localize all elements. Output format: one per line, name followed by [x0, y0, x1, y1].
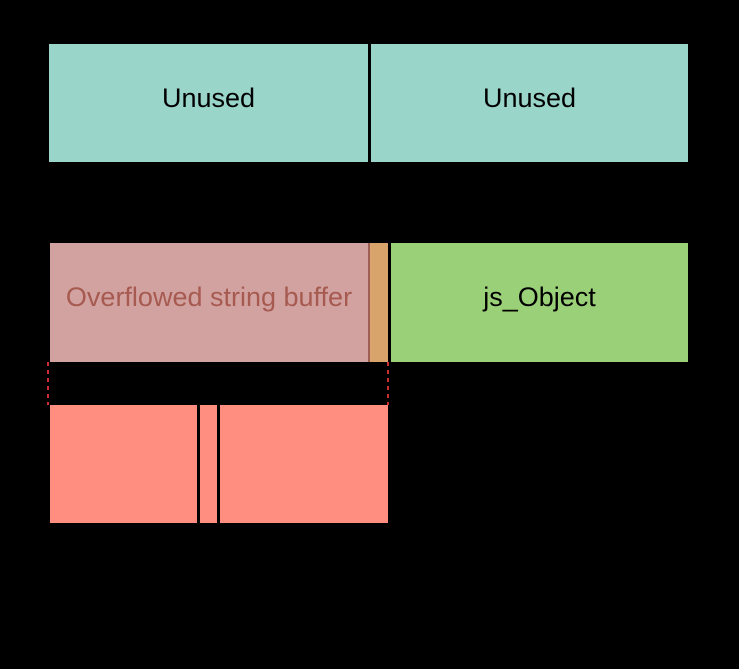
- buffer-end-divider: [368, 243, 370, 362]
- overflowed-string-buffer: Overflowed string buffer: [50, 243, 368, 362]
- original-chunk-2: [200, 405, 217, 523]
- unused-chunk-left: Unused: [49, 44, 368, 162]
- projection-dashed-line-left: [47, 362, 49, 405]
- js-object-label: js_Object: [483, 282, 596, 312]
- projection-dashed-line-right: [387, 362, 389, 405]
- original-chunk-3: [220, 405, 388, 523]
- unused-chunk-right: Unused: [371, 44, 688, 162]
- unused-chunk-right-label: Unused: [482, 82, 577, 113]
- js-object-chunk: js_Object: [391, 243, 688, 362]
- unused-chunk-left-label: Unused: [161, 82, 256, 113]
- overflowed-string-buffer-label: Overflowed string buffer: [65, 282, 353, 312]
- overflow-overwrite-strip: [370, 243, 388, 362]
- original-chunk-1: [50, 405, 197, 523]
